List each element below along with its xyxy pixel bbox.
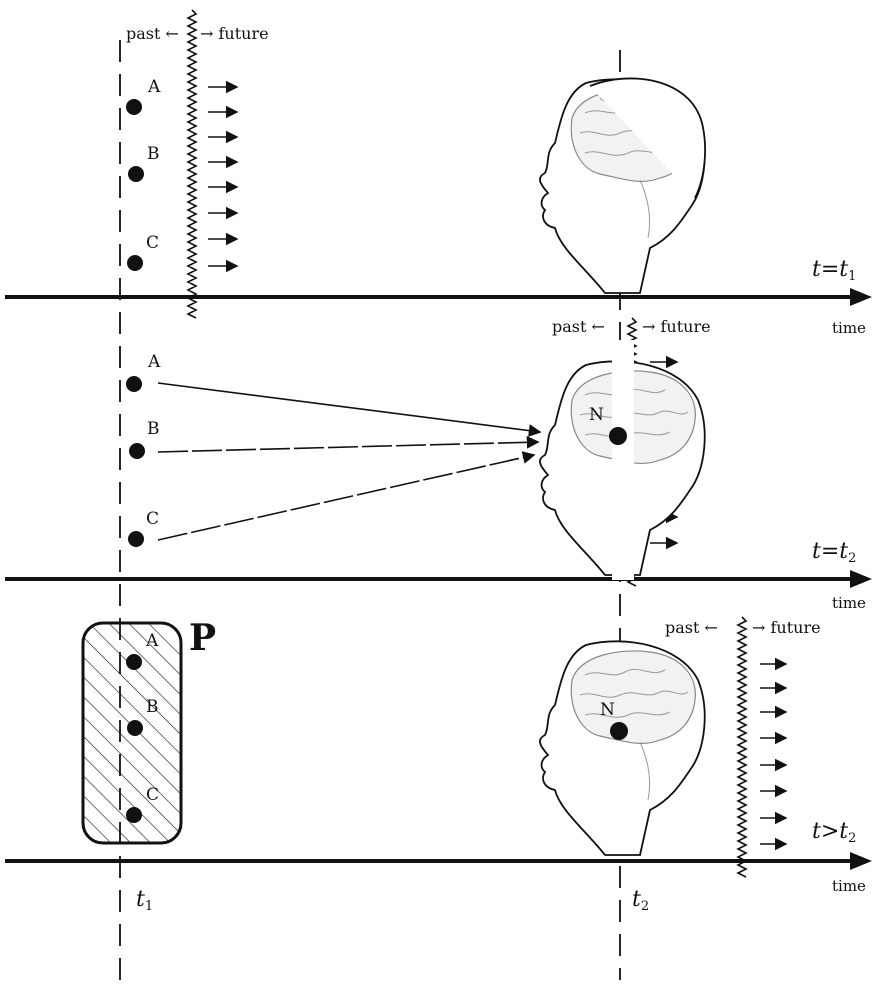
event-B-bottom (127, 720, 143, 736)
event-C-label-top: C (146, 233, 159, 253)
future-label-top: → future (200, 24, 269, 43)
now-label-bottom: N (600, 700, 615, 720)
event-C-label-bottom: C (146, 785, 159, 805)
equation-bottom: t>t2 (812, 819, 856, 846)
head-icon-bottom (540, 641, 705, 855)
t1-label: t1 (136, 887, 153, 914)
past-label-top: past ← (126, 24, 179, 43)
event-B-label-middle: B (147, 419, 160, 439)
event-B-label-bottom: B (146, 697, 159, 717)
now-label-middle: N (589, 405, 604, 425)
event-A-middle (126, 376, 142, 392)
equation-top: t=t1 (812, 257, 856, 284)
future-arrows-bottom (760, 664, 786, 844)
t2-label: t2 (632, 887, 649, 914)
past-label-middle: past ← (552, 317, 605, 336)
event-B-label-top: B (147, 144, 160, 164)
future-arrows-top (208, 87, 237, 266)
event-C-middle (128, 531, 144, 547)
event-B-top (128, 166, 144, 182)
now-point-middle (609, 427, 627, 445)
event-A-top (126, 99, 142, 115)
future-label-bottom: → future (752, 618, 821, 637)
event-C-top (127, 255, 143, 271)
present-wall-bottom (738, 617, 746, 877)
past-label-bottom: past ← (665, 618, 718, 637)
event-C-bottom (126, 807, 142, 823)
event-B-middle (129, 443, 145, 459)
future-label-middle: → future (642, 317, 711, 336)
memory-box-label: P (189, 617, 216, 659)
time-axis-middle (5, 570, 872, 588)
time-label-middle: time (832, 594, 866, 612)
time-axis-top (5, 288, 872, 306)
equation-middle: t=t2 (812, 539, 856, 566)
now-point-bottom (610, 722, 628, 740)
event-C-label-middle: C (146, 509, 159, 529)
event-A-label-top: A (147, 77, 161, 97)
event-A-label-bottom: A (145, 631, 159, 651)
time-label-bottom: time (832, 877, 866, 895)
time-label-top: time (832, 319, 866, 337)
head-icon-middle (540, 340, 705, 580)
event-A-bottom (126, 654, 142, 670)
sight-lines (158, 383, 540, 540)
head-icon-top (540, 78, 705, 293)
present-wall-top (188, 10, 196, 318)
event-A-label-middle: A (147, 352, 161, 372)
